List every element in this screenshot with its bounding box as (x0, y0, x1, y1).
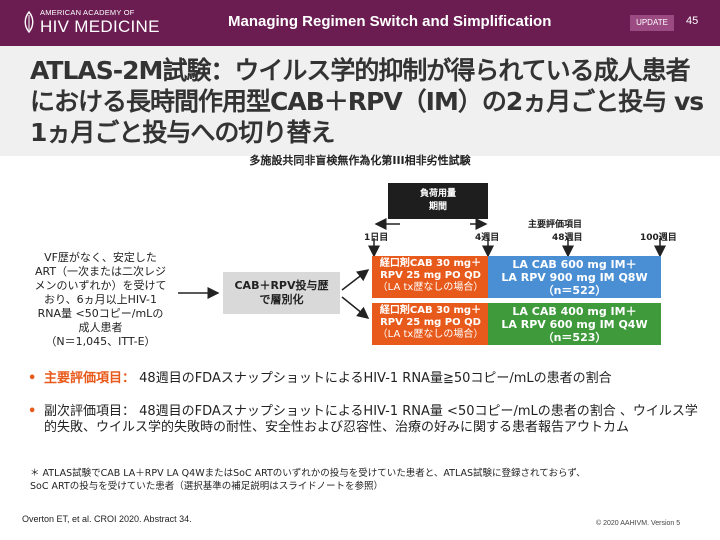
arm2-arrow (341, 296, 370, 319)
population-line: ART（一次または二次レジ (34, 265, 167, 278)
logo-line2: HIV MEDICINE (40, 17, 160, 36)
week-label-48: 48週目 (552, 233, 583, 243)
footnote: ＊ ATLAS試験でCAB LA＋RPV LA Q4WまたはSoC ARTのいず… (30, 467, 710, 493)
population-line: おり、6ヵ月以上HIV-1 (44, 293, 157, 306)
oral-line: 経口剤CAB 30 mg＋ (379, 258, 482, 269)
logo-leaf-icon (24, 11, 34, 33)
stratification-box: CAB＋RPV投与歴 で層別化 (223, 272, 340, 314)
loading-dose-line: 負荷用量 (419, 189, 456, 199)
secondary-endpoint-text: 副次評価項目： 48週目のFDAスナップショットによるHIV-1 RNA量 <5… (44, 404, 698, 435)
oral-lead-in-arm1: 経口剤CAB 30 mg＋ RPV 25 mg PO QD （LA tx歴なしの… (372, 256, 489, 298)
citation: Overton ET, et al. CROI 2020. Abstract 3… (22, 514, 192, 524)
population-line: メンのいずれか）を受けて (34, 279, 167, 292)
arm-q8w-line: LA RPV 900 mg IM Q8W (501, 270, 648, 284)
footnote-line: SoC ARTの投与を受けていた患者（選択基準の補足説明はスライドノートを参照） (30, 481, 384, 492)
arm-q8w-box: LA CAB 600 mg IM＋ LA RPV 900 mg IM Q8W （… (488, 256, 661, 298)
loading-dose-box: 負荷用量 期間 (388, 183, 488, 219)
population-line: RNA量 <50コピー/mLの (37, 307, 164, 320)
study-population: VF歴がなく、安定した ART（一次または二次レジ メンのいずれか）を受けて お… (28, 251, 173, 349)
arm-q4w-line: （n＝523） (542, 330, 607, 344)
arm1-arrow (341, 269, 370, 291)
bullet-dot: • (28, 404, 37, 419)
slide-title: ATLAS-2M試験：ウイルス学的抑制が得られている成人患者における長時間作用型… (30, 56, 704, 147)
population-line: （N＝1,045、ITT-E） (45, 335, 156, 348)
header-title: Managing Regimen Switch and Simplificati… (228, 13, 552, 30)
population-line: VF歴がなく、安定した (44, 251, 157, 264)
slide-subtitle: 多施設共同非盲検無作為化第III相非劣性試験 (249, 154, 471, 167)
arm-q4w-line: LA CAB 400 mg IM＋ (512, 304, 637, 318)
update-badge: UPDATE (630, 15, 674, 31)
logo-line1: AMERICAN ACADEMY OF (40, 8, 135, 17)
week-label-100: 100週目 (640, 233, 677, 243)
week-label-day1: 1日目 (364, 233, 389, 243)
primary-endpoint-key: 主要評価項目： (44, 371, 136, 386)
secondary-endpoint-bullet: • 副次評価項目： 48週目のFDAスナップショットによるHIV-1 RNA量 … (28, 404, 700, 436)
stratification-line: で層別化 (259, 293, 304, 306)
oral-lead-in-arm2: 経口剤CAB 30 mg＋ RPV 25 mg PO QD （LA tx歴なしの… (372, 303, 489, 345)
arm-q4w-box: LA CAB 400 mg IM＋ LA RPV 600 mg IM Q4W （… (488, 303, 661, 345)
loading-dose-line: 期間 (428, 202, 447, 212)
week-label-4: 4週目 (475, 233, 500, 243)
aahivm-logo: AMERICAN ACADEMY OF HIV MEDICINE (22, 6, 182, 40)
arm-q8w-line: （n＝522） (542, 283, 607, 297)
page-number: 45 (686, 15, 699, 27)
arm-q8w-line: LA CAB 600 mg IM＋ (512, 257, 637, 271)
arm-q4w-line: LA RPV 600 mg IM Q4W (501, 317, 648, 331)
primary-endpoint-label: 主要評価項目 (528, 220, 583, 230)
oral-line: RPV 25 mg PO QD (380, 317, 481, 328)
oral-line: （LA tx歴なしの場合） (377, 329, 484, 340)
oral-line: RPV 25 mg PO QD (380, 270, 481, 281)
primary-endpoint-text: 48週目のFDAスナップショットによるHIV-1 RNA量≧50コピー/mLの患… (135, 371, 612, 386)
title-band (0, 46, 720, 156)
oral-line: 経口剤CAB 30 mg＋ (379, 305, 482, 316)
copyright: © 2020 AAHIVM. Version 5 (596, 520, 681, 527)
oral-line: （LA tx歴なしの場合） (377, 282, 484, 293)
header-bar: AMERICAN ACADEMY OF HIV MEDICINE Managin… (0, 0, 720, 46)
footnote-line: ＊ ATLAS試験でCAB LA＋RPV LA Q4WまたはSoC ARTのいず… (30, 468, 586, 479)
primary-endpoint-bullet: • 主要評価項目： 48週目のFDAスナップショットによるHIV-1 RNA量≧… (28, 371, 700, 387)
population-line: 成人患者 (78, 321, 123, 334)
bullet-dot: • (28, 371, 37, 386)
stratification-line: CAB＋RPV投与歴 (234, 279, 329, 292)
